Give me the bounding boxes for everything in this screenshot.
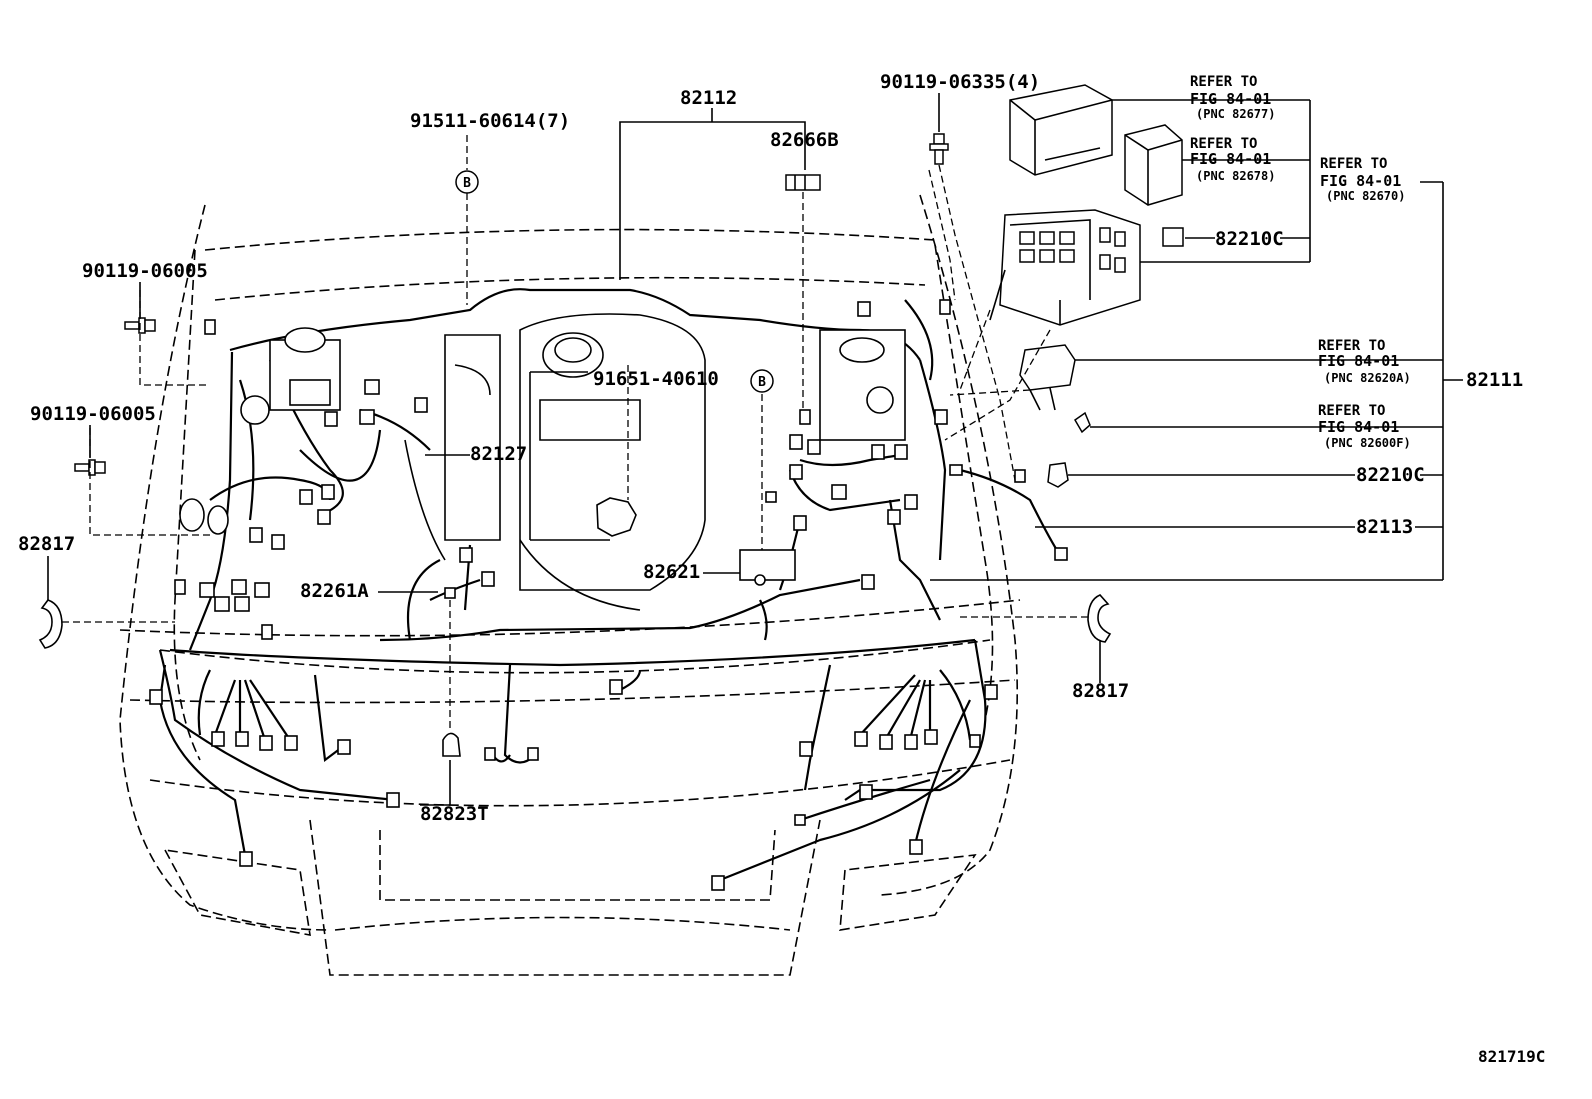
relay-82620a-icon: [1019, 344, 1076, 411]
refer-line: REFER TO: [1190, 74, 1257, 90]
loose-parts: [38, 84, 1184, 649]
refer-line: REFER TO: [1320, 156, 1387, 172]
leader-lines: [47, 93, 1463, 806]
connectors: [149, 299, 1068, 891]
label-91511-60614: 91511-60614(7): [410, 110, 570, 132]
label-82111: 82111: [1466, 369, 1523, 391]
refer-pnc: (PNC 82670): [1326, 189, 1405, 203]
refer-line: REFER TO: [1318, 403, 1385, 419]
marker-b-1: B: [455, 170, 479, 194]
refer-note-2: REFER TO FIG 84-01 (PNC 82678): [1190, 136, 1275, 183]
refer-pnc: (PNC 82677): [1196, 107, 1275, 121]
refer-fig: FIG 84-01: [1190, 150, 1271, 168]
fuse-82600f-icon: [1074, 411, 1091, 434]
marker-b-2: B: [750, 369, 774, 393]
relay-82210c-lower-icon: [1047, 462, 1069, 488]
part-labels: 82112 91511-60614(7) 82666B 90119-06335(…: [18, 71, 1523, 825]
refer-note-5: REFER TO FIG 84-01 (PNC 82600F): [1318, 403, 1411, 450]
refer-note-4: REFER TO FIG 84-01 (PNC 82620A): [1318, 338, 1411, 385]
label-82210c-upper: 82210C: [1215, 228, 1284, 250]
label-82112: 82112: [680, 87, 737, 109]
refer-note-1: REFER TO FIG 84-01 (PNC 82677): [1190, 74, 1275, 121]
marker-b-text: B: [758, 375, 766, 390]
clamp-82817-right-icon: [1087, 594, 1112, 643]
label-82621: 82621: [643, 561, 700, 583]
label-90119-06335: 90119-06335(4): [880, 71, 1040, 93]
label-82127: 82127: [470, 443, 527, 465]
vehicle-body-outline: [119, 194, 1021, 976]
label-91651-40610: 91651-40610: [593, 368, 719, 390]
label-82261a: 82261A: [300, 580, 369, 602]
refer-pnc: (PNC 82620A): [1324, 371, 1411, 385]
refer-line: REFER TO: [1190, 136, 1257, 152]
refer-note-3: REFER TO FIG 84-01 (PNC 82670): [1320, 156, 1405, 203]
fuse-cover-icon: [1124, 124, 1183, 206]
clamp-82817-left-icon: [38, 599, 63, 649]
refer-fig: FIG 84-01: [1318, 352, 1399, 370]
bolt-90119-06005-icon: [74, 459, 106, 476]
label-82823t: 82823T: [420, 803, 489, 825]
junction-block-icon: [989, 209, 1141, 326]
refer-pnc: (PNC 82678): [1196, 169, 1275, 183]
refer-fig: FIG 84-01: [1318, 418, 1399, 436]
refer-line: REFER TO: [1318, 338, 1385, 354]
label-90119-06005-lower: 90119-06005: [30, 403, 156, 425]
label-82817-left: 82817: [18, 533, 75, 555]
label-82210c-lower: 82210C: [1356, 464, 1425, 486]
marker-b-text: B: [463, 176, 471, 191]
label-90119-06005-upper: 90119-06005: [82, 260, 208, 282]
engine-block: [404, 313, 706, 611]
label-82113: 82113: [1356, 516, 1413, 538]
clip-82666b-icon: [785, 174, 821, 191]
relay-block-icon: [1009, 84, 1113, 176]
figure-id: 821719C: [1478, 1047, 1545, 1066]
relay-82210c-icon: [1162, 227, 1184, 247]
bolt-90119-06335-icon: [929, 133, 949, 165]
refer-pnc: (PNC 82600F): [1324, 436, 1411, 450]
bolt-90119-06005-icon: [124, 317, 156, 334]
label-82666b: 82666B: [770, 129, 839, 151]
components: [149, 299, 1068, 891]
refer-fig: FIG 84-01: [1320, 172, 1401, 190]
label-82817-right: 82817: [1072, 680, 1129, 702]
refer-fig: FIG 84-01: [1190, 90, 1271, 108]
